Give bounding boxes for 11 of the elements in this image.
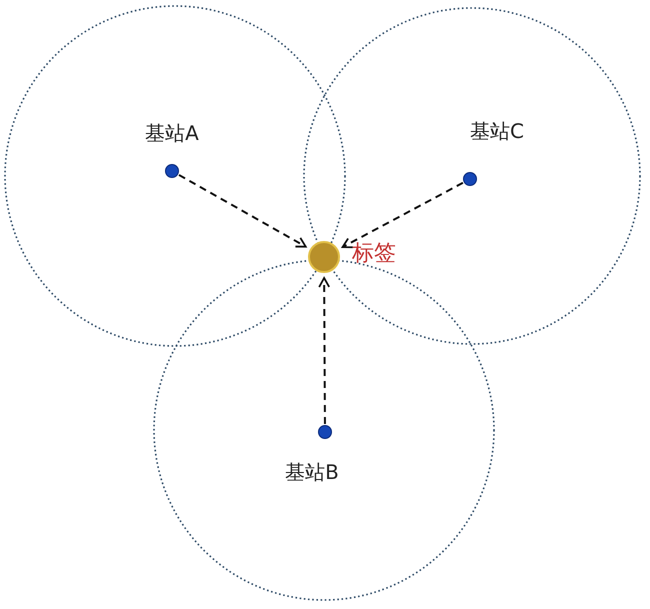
base-station-dot (318, 425, 332, 439)
base-station-dot (165, 164, 179, 178)
dashed-arrow (318, 277, 330, 424)
station-label: 基站B (285, 462, 339, 482)
dashed-arrow (342, 182, 464, 248)
station-label: 基站C (470, 121, 524, 141)
tag-circle (308, 241, 340, 273)
station-label: 基站A (145, 123, 199, 143)
dashed-arrow (178, 174, 307, 248)
base-station-dot (463, 172, 477, 186)
tag-label: 标签 (352, 243, 396, 265)
